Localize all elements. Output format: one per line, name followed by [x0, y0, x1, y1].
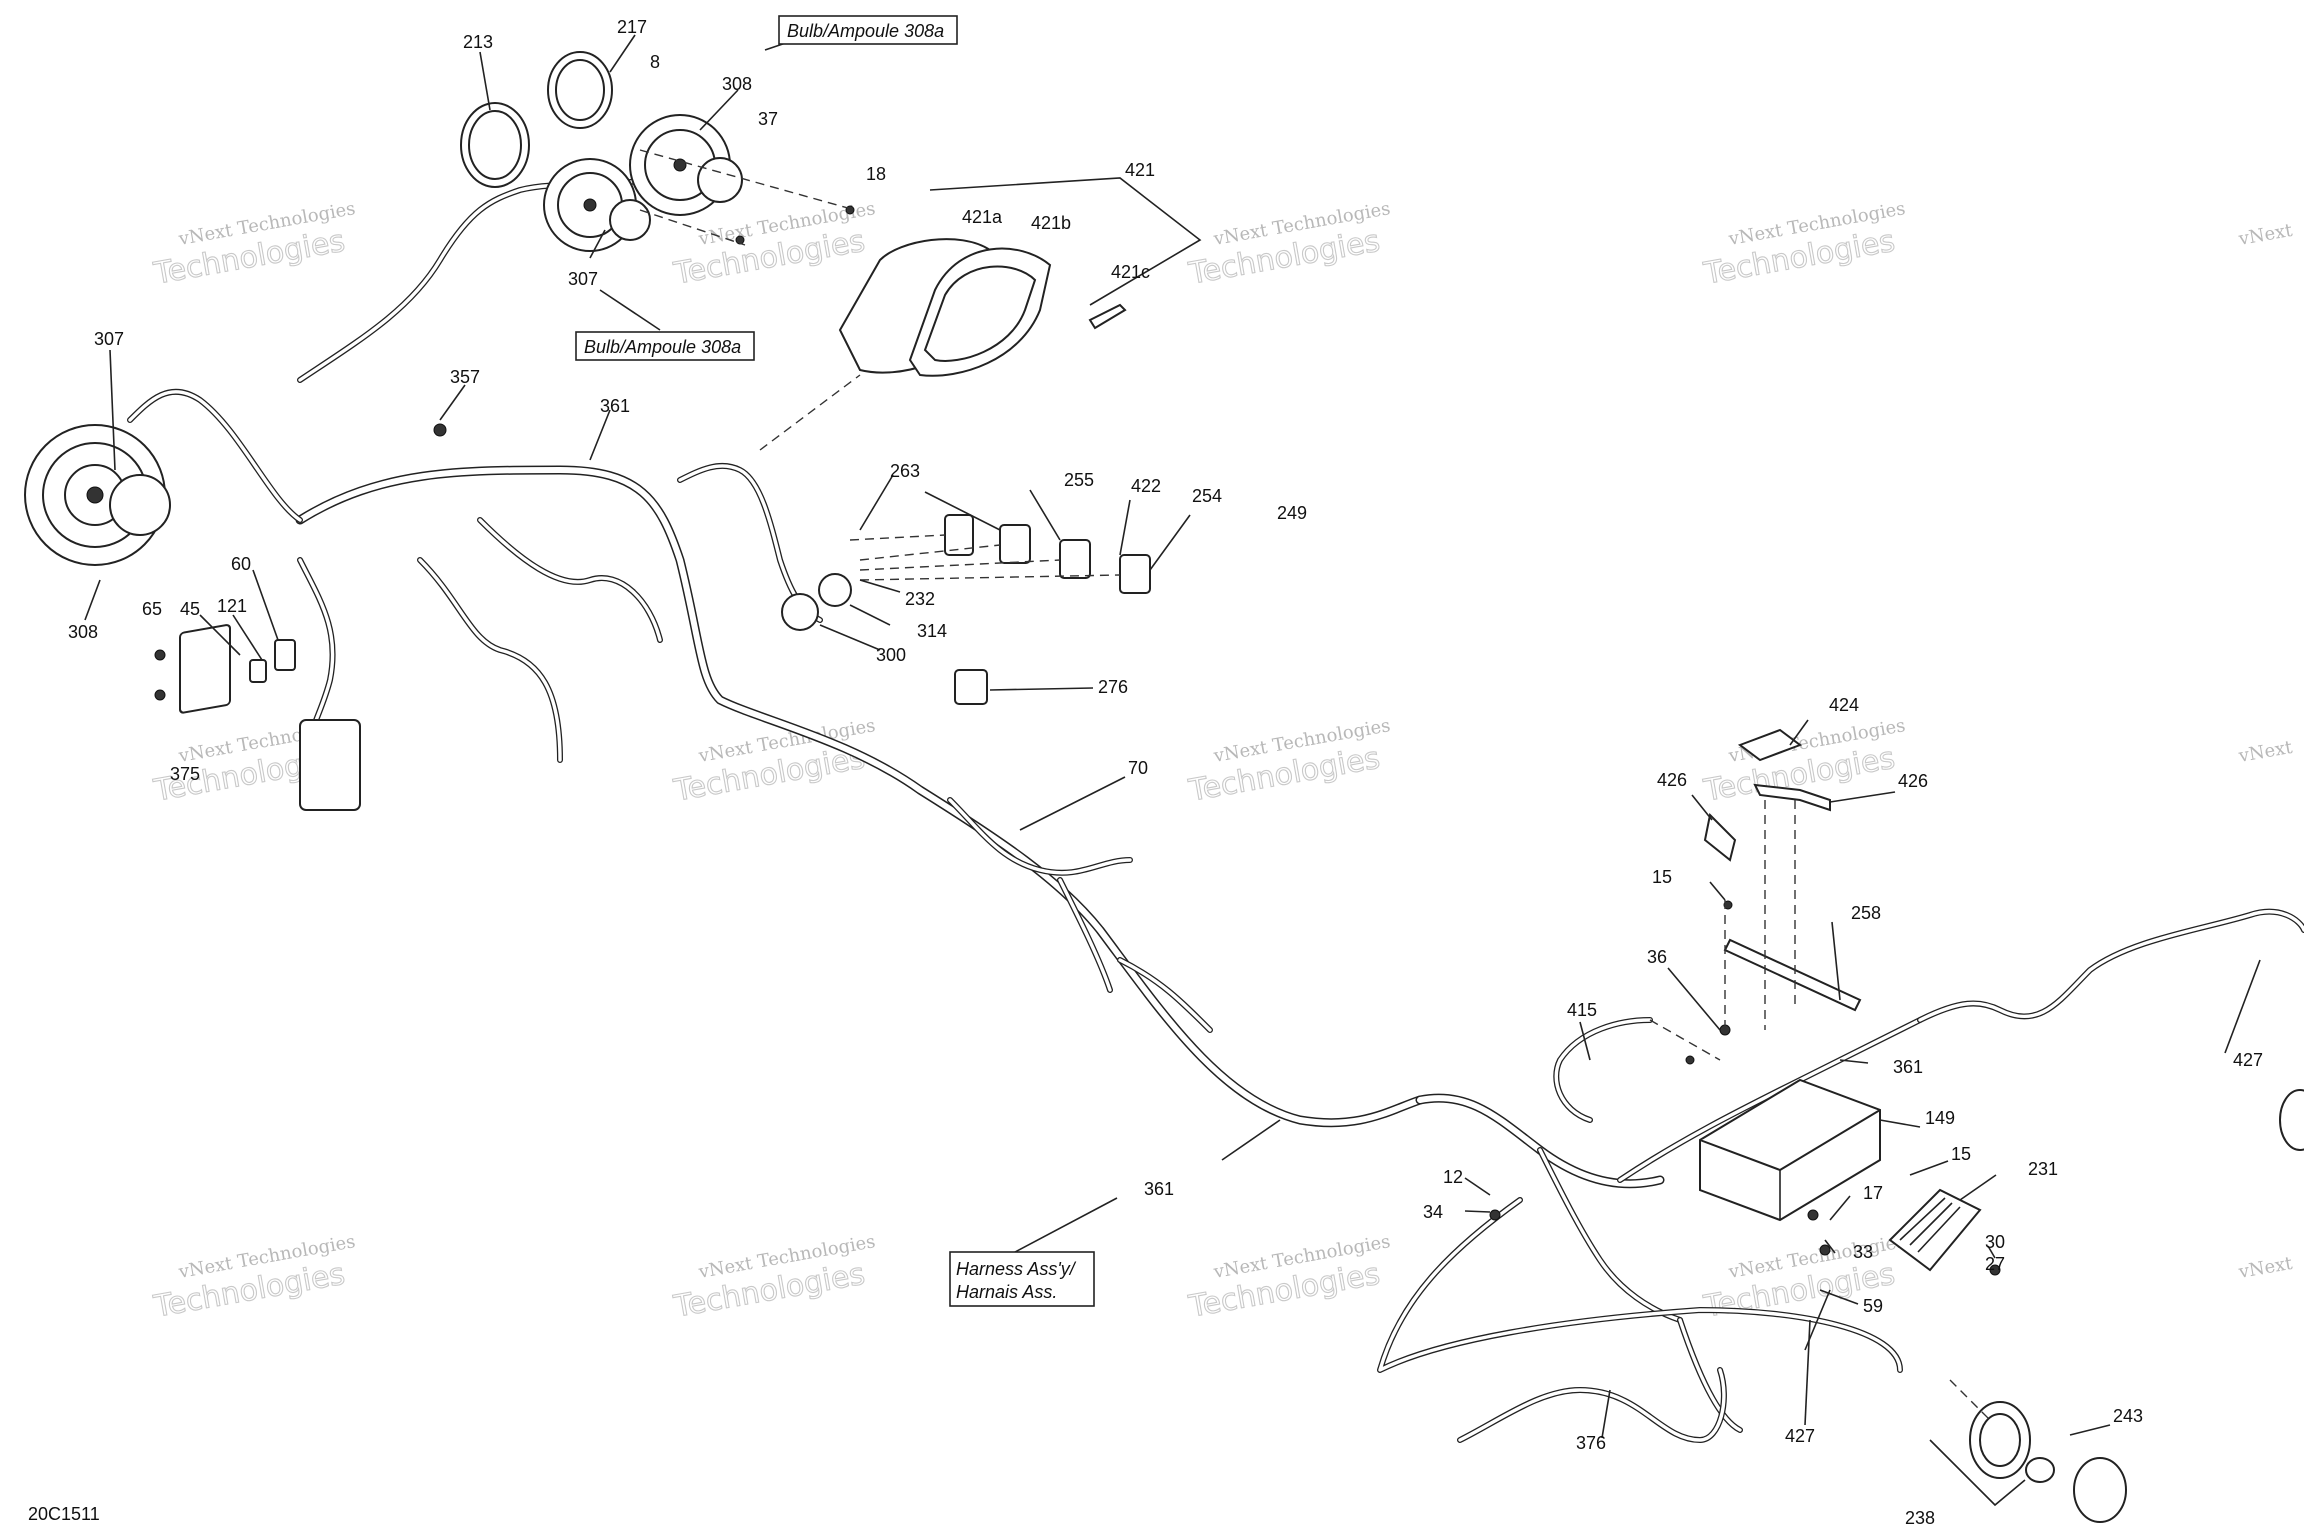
diagram-code: 20C1511 [28, 1504, 100, 1524]
callout-361: 361 [600, 396, 630, 416]
battery [1699, 1078, 1881, 1222]
callout-415: 415 [1567, 1000, 1597, 1020]
callout-361-lower: 361 [1144, 1179, 1174, 1199]
callout-232: 232 [905, 589, 935, 609]
callout-30: 30 [1985, 1232, 2005, 1252]
callout-33: 33 [1853, 1242, 1873, 1262]
callout-37: 37 [758, 109, 778, 129]
callout-15: 15 [1652, 867, 1672, 887]
boxed-label-text: Harnais Ass. [956, 1282, 1057, 1302]
callout-376: 376 [1576, 1433, 1606, 1453]
callouts: 213 217 8 308 37 18 307 421 421a 421b 42… [68, 17, 2263, 1528]
callout-308-left: 308 [68, 622, 98, 642]
callout-8: 8 [650, 52, 660, 72]
callout-263: 263 [890, 461, 920, 481]
callout-258: 258 [1851, 903, 1881, 923]
callout-60: 60 [231, 554, 251, 574]
callout-59: 59 [1863, 1296, 1883, 1316]
callout-421b: 421b [1031, 213, 1071, 233]
brackets [1703, 728, 1862, 1012]
boxed-label-text: Harness Ass'y/ [956, 1259, 1077, 1279]
callout-424: 424 [1829, 695, 1859, 715]
callout-34: 34 [1423, 1202, 1443, 1222]
boxed-label-text: Bulb/Ampoule 308a [584, 337, 741, 357]
callout-361-right: 361 [1893, 1057, 1923, 1077]
callout-17: 17 [1863, 1183, 1883, 1203]
callout-426-right: 426 [1898, 771, 1928, 791]
callout-375: 375 [170, 764, 200, 784]
callout-255: 255 [1064, 470, 1094, 490]
leader-lines [84, 27, 2261, 1507]
voltage-regulator [1888, 1188, 1982, 1272]
callout-422: 422 [1131, 476, 1161, 496]
callout-27: 27 [1985, 1254, 2005, 1274]
callout-231: 231 [2028, 1159, 2058, 1179]
callout-357: 357 [450, 367, 480, 387]
callout-421c: 421c [1111, 262, 1150, 282]
assembly-lines [639, 149, 1991, 1421]
callout-70: 70 [1128, 758, 1148, 778]
callout-121: 121 [217, 596, 247, 616]
headlight-left [24, 424, 171, 566]
boxed-label-text: Bulb/Ampoule 308a [787, 21, 944, 41]
callout-426: 426 [1657, 770, 1687, 790]
boxed-label-bulb-bottom: Bulb/Ampoule 308a [575, 331, 755, 361]
callout-238: 238 [1905, 1508, 1935, 1528]
callout-427: 427 [1785, 1426, 1815, 1446]
gauge-cluster [838, 238, 1127, 377]
callout-254: 254 [1192, 486, 1222, 506]
callout-45: 45 [180, 599, 200, 619]
callout-217: 217 [617, 17, 647, 37]
callout-314: 314 [917, 621, 947, 641]
callout-65: 65 [142, 599, 162, 619]
headlight-upper-left [543, 158, 651, 252]
watermark-text: vNext [2236, 737, 2295, 767]
callout-307-left: 307 [94, 329, 124, 349]
callout-308: 308 [722, 74, 752, 94]
relay-box [179, 624, 361, 811]
tail-light [1969, 1401, 2127, 1523]
right-edge-light [2279, 1089, 2304, 1151]
watermark-text: vNext [2236, 220, 2295, 250]
switch-bank [781, 514, 1151, 705]
callout-149: 149 [1925, 1108, 1955, 1128]
callout-15-right: 15 [1951, 1144, 1971, 1164]
fasteners [154, 205, 2001, 1276]
callout-18: 18 [866, 164, 886, 184]
callout-12: 12 [1443, 1167, 1463, 1187]
headlight-upper-right [629, 114, 743, 216]
main-harness [127, 177, 2304, 1443]
callout-427-right: 427 [2233, 1050, 2263, 1070]
boxed-label-harness: Harness Ass'y/ Harnais Ass. [949, 1251, 1095, 1307]
headlight-ring-213 [460, 102, 530, 188]
callout-276: 276 [1098, 677, 1128, 697]
callout-213: 213 [463, 32, 493, 52]
watermark-text: vNext [2236, 1253, 2295, 1283]
callout-243: 243 [2113, 1406, 2143, 1426]
callout-307: 307 [568, 269, 598, 289]
boxed-label-bulb-top: Bulb/Ampoule 308a [778, 15, 958, 45]
callout-421: 421 [1125, 160, 1155, 180]
callout-300: 300 [876, 645, 906, 665]
headlight-ring-217 [547, 51, 613, 129]
callout-249: 249 [1277, 503, 1307, 523]
callout-36: 36 [1647, 947, 1667, 967]
callout-421a: 421a [962, 207, 1003, 227]
